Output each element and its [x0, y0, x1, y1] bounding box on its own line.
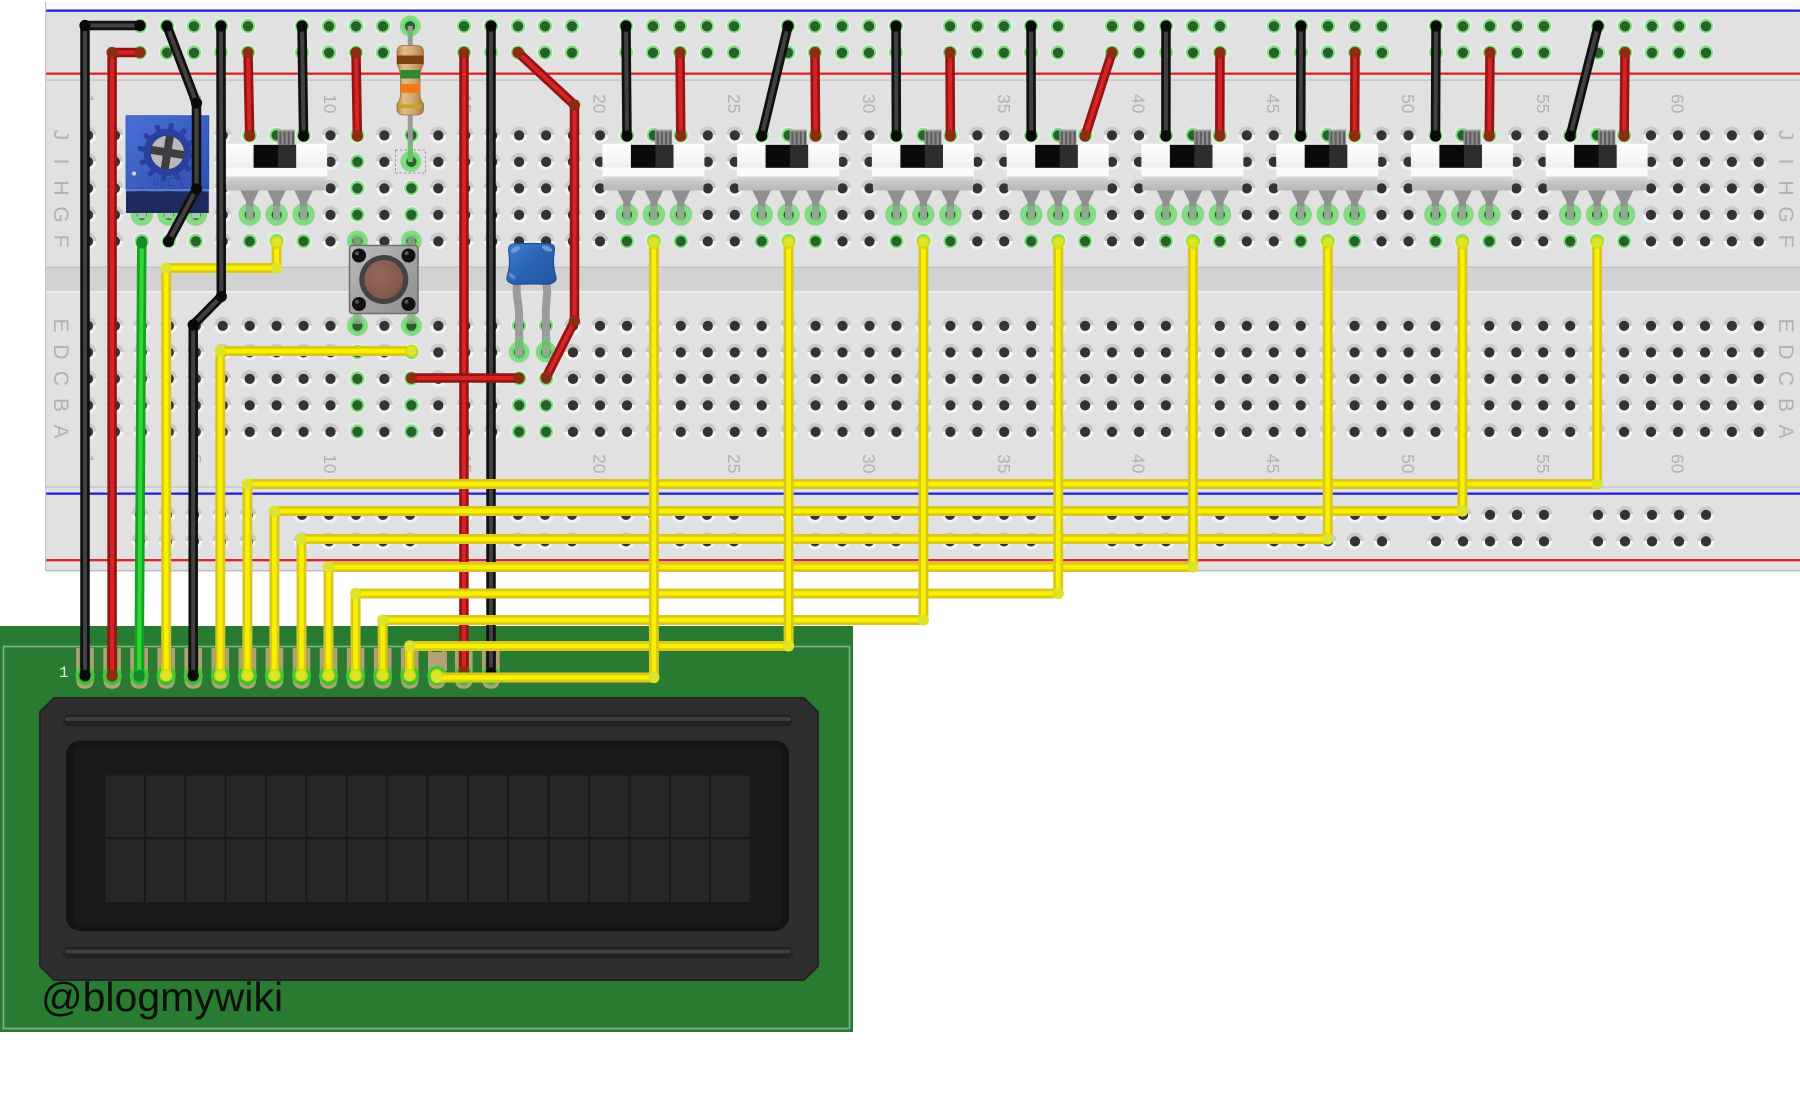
svg-text:H: H	[1774, 180, 1797, 195]
svg-text:25: 25	[724, 454, 744, 473]
svg-text:G: G	[49, 206, 72, 222]
svg-text:C: C	[1774, 371, 1797, 386]
svg-text:D: D	[49, 344, 72, 359]
svg-text:20: 20	[590, 454, 610, 474]
svg-text:D: D	[1774, 344, 1797, 359]
svg-text:30: 30	[859, 454, 879, 474]
svg-text:50: 50	[1398, 454, 1418, 474]
svg-text:45: 45	[1263, 94, 1283, 113]
svg-text:I: I	[49, 159, 72, 165]
svg-text:1 336: 1 336	[152, 175, 185, 190]
svg-text:G: G	[1774, 206, 1797, 222]
svg-text:E: E	[1774, 318, 1797, 332]
svg-text:1: 1	[59, 664, 69, 682]
svg-text:20: 20	[590, 94, 610, 114]
svg-text:25: 25	[724, 94, 744, 113]
svg-text:35: 35	[994, 454, 1014, 473]
svg-text:J: J	[49, 130, 72, 141]
svg-text:40: 40	[1129, 94, 1149, 114]
svg-text:A: A	[49, 424, 72, 438]
svg-text:@blogmywiki: @blogmywiki	[41, 974, 283, 1020]
svg-text:F: F	[1774, 235, 1797, 248]
svg-text:45: 45	[1263, 454, 1283, 473]
svg-text:A: A	[1774, 424, 1797, 438]
svg-text:F: F	[49, 235, 72, 248]
svg-text:60: 60	[1668, 454, 1688, 474]
svg-text:E: E	[49, 318, 72, 332]
svg-text:B: B	[1774, 398, 1797, 412]
svg-text:35: 35	[994, 94, 1014, 113]
svg-text:J: J	[1774, 130, 1797, 141]
svg-text:30: 30	[859, 94, 879, 114]
svg-text:50: 50	[1398, 94, 1418, 114]
svg-text:H: H	[49, 180, 72, 195]
svg-text:10: 10	[320, 94, 340, 114]
svg-text:40: 40	[1129, 454, 1149, 474]
svg-text:10: 10	[320, 454, 340, 474]
svg-text:I: I	[1774, 159, 1797, 165]
svg-text:55: 55	[1533, 454, 1553, 473]
svg-text:60: 60	[1668, 94, 1688, 114]
svg-text:B: B	[49, 398, 72, 412]
svg-text:C: C	[49, 371, 72, 386]
svg-text:55: 55	[1533, 94, 1553, 113]
